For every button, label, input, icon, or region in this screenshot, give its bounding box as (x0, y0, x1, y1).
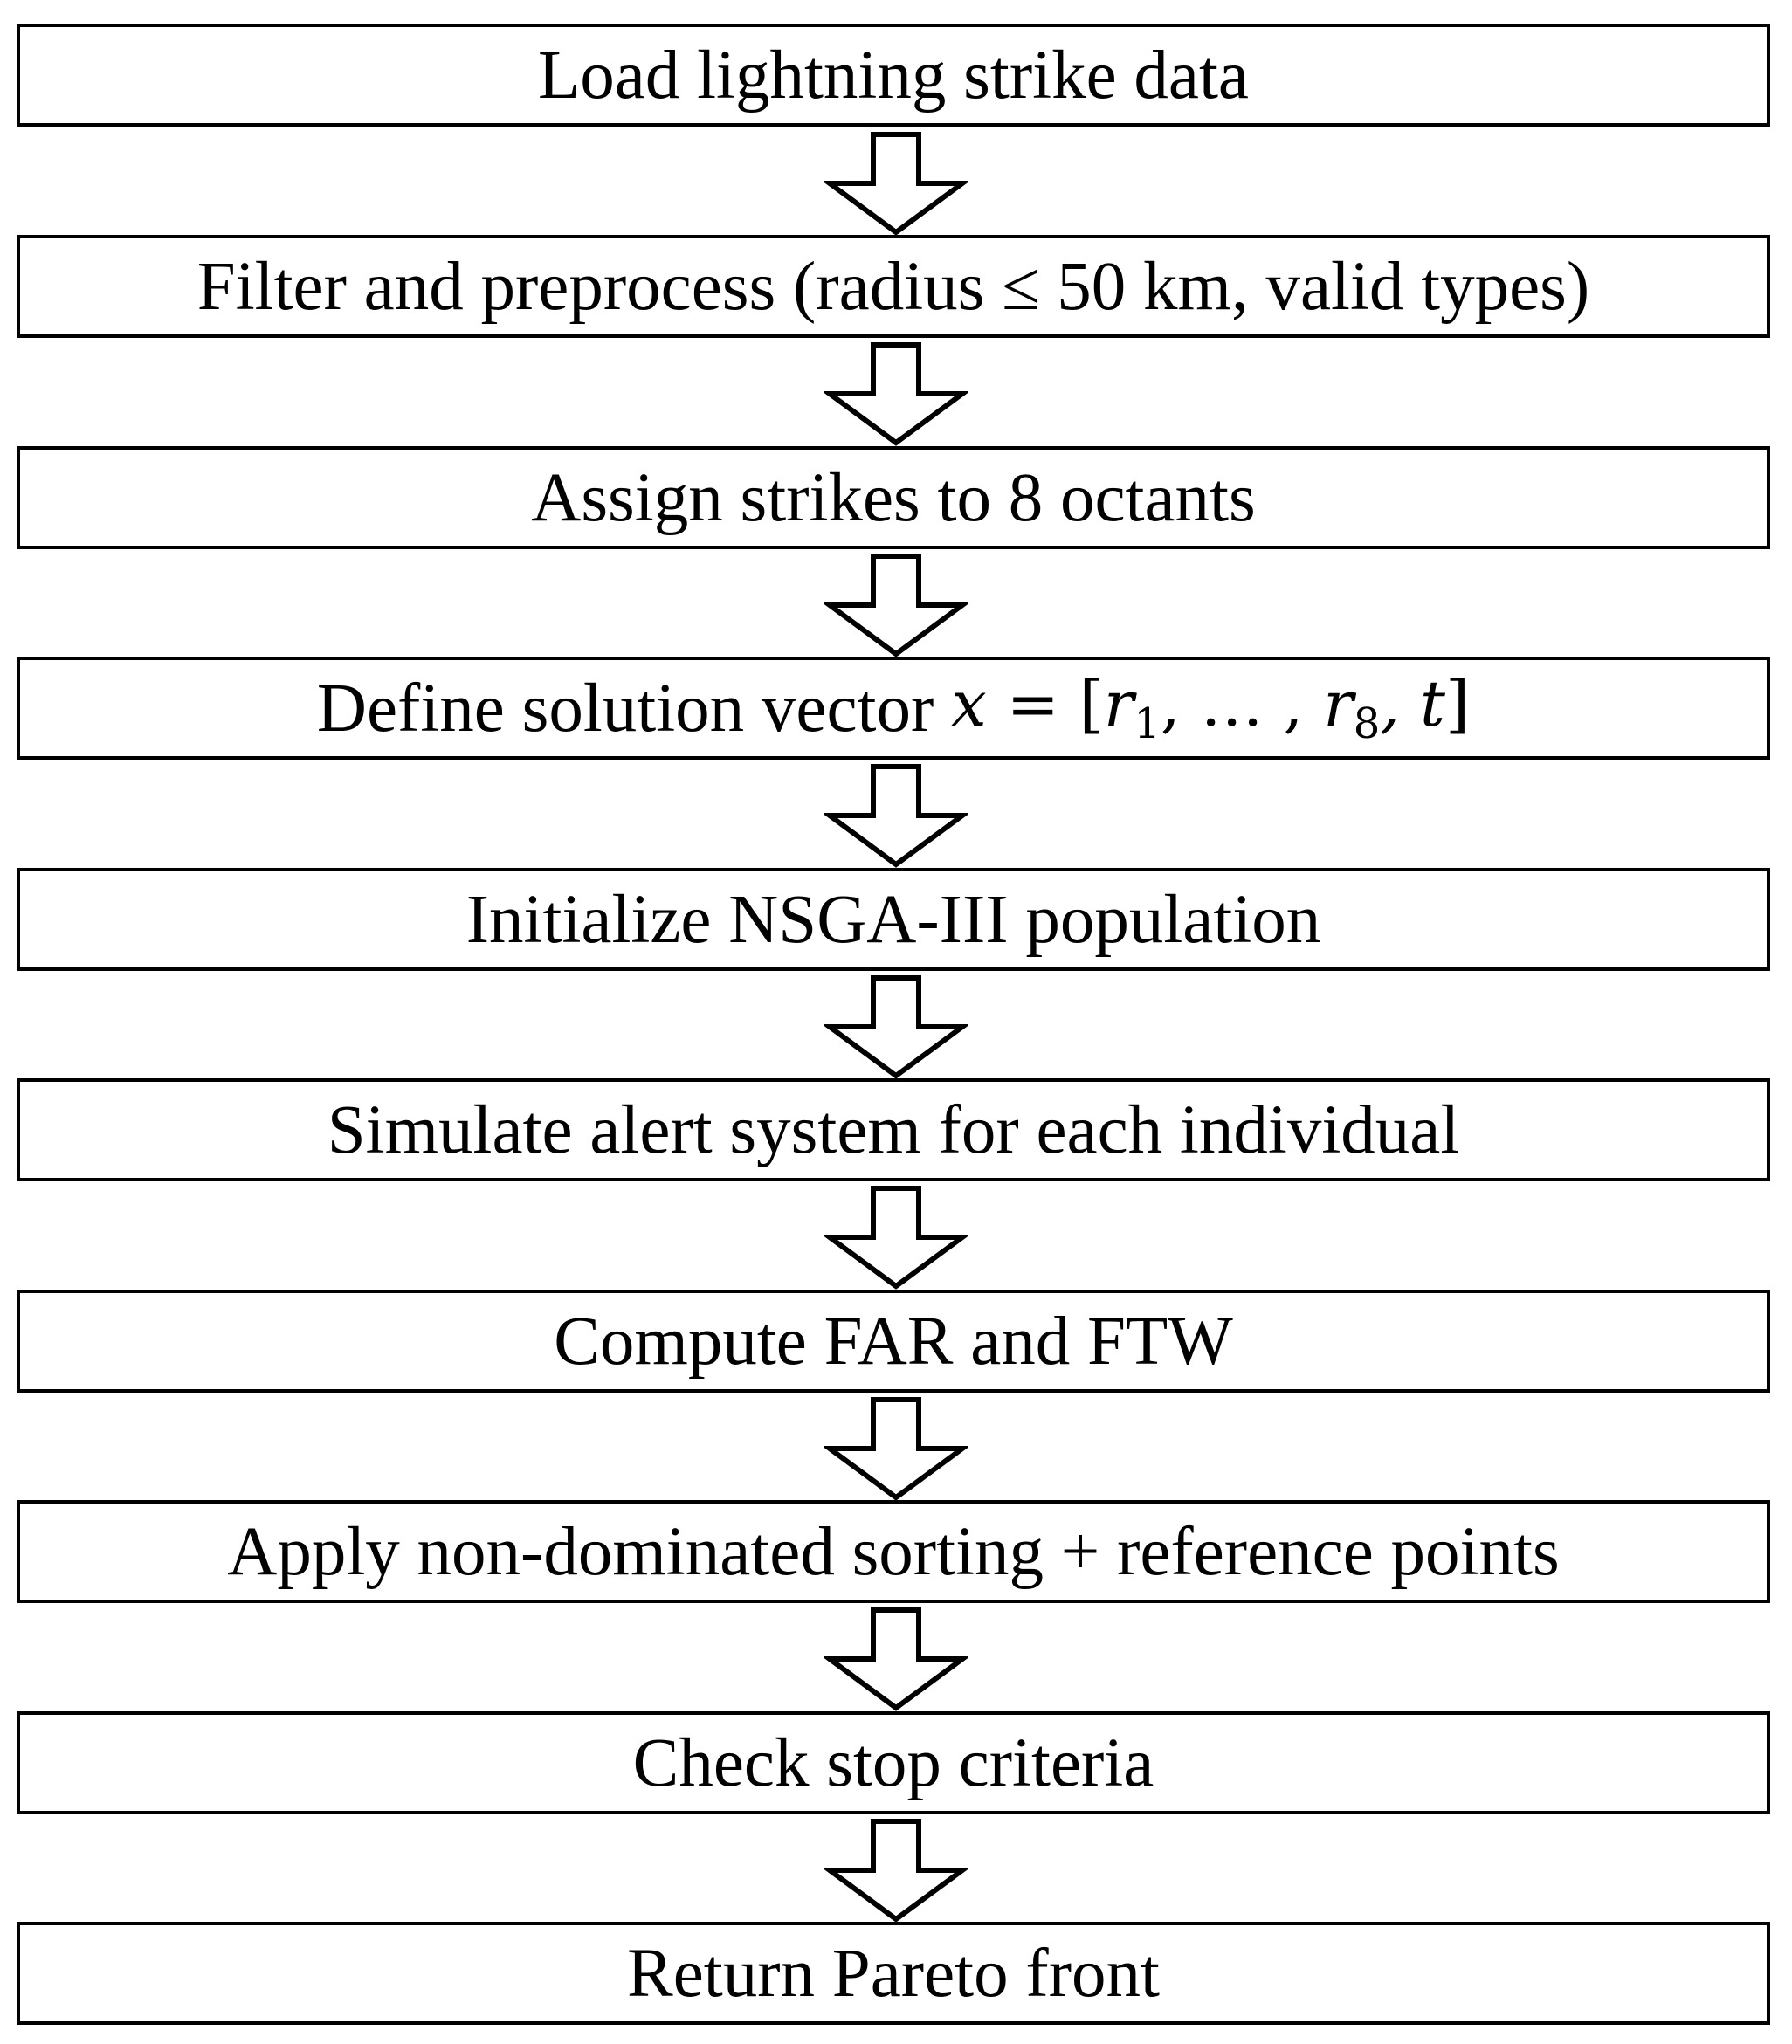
step-initialize-population: Initialize NSGA-III population (17, 868, 1770, 971)
step-label: Filter and preprocess (radius ≤ 50 km, v… (196, 248, 1590, 325)
step-load-data: Load lightning strike data (17, 24, 1770, 127)
step-define-solution-vector: Define solution vector x = [r1, … , r8, … (17, 657, 1770, 760)
step-check-stop-criteria: Check stop criteria (17, 1711, 1770, 1814)
step-return-pareto-front: Return Pareto front (17, 1922, 1770, 2025)
step-compute-far-ftw: Compute FAR and FTW (17, 1290, 1770, 1393)
step-label: Compute FAR and FTW (554, 1303, 1233, 1380)
step-simulate-alert-system: Simulate alert system for each individua… (17, 1078, 1770, 1181)
down-arrow-icon (824, 764, 968, 868)
step-label: Assign strikes to 8 octants (531, 459, 1256, 536)
down-arrow-icon (824, 1607, 968, 1711)
step-label: Return Pareto front (627, 1935, 1160, 2012)
step-label: Initialize NSGA-III population (465, 881, 1321, 958)
step-assign-octants: Assign strikes to 8 octants (17, 446, 1770, 549)
down-arrow-icon (824, 132, 968, 236)
down-arrow-icon (824, 1186, 968, 1290)
down-arrow-icon (824, 1397, 968, 1501)
down-arrow-icon (824, 342, 968, 446)
step-non-dominated-sorting: Apply non-dominated sorting + reference … (17, 1500, 1770, 1603)
step-filter-preprocess: Filter and preprocess (radius ≤ 50 km, v… (17, 235, 1770, 338)
step-label: Apply non-dominated sorting + reference … (227, 1513, 1560, 1590)
down-arrow-icon (824, 554, 968, 657)
step-label: Define solution vector (316, 670, 952, 747)
down-arrow-icon (824, 975, 968, 1079)
step-label: Load lightning strike data (538, 37, 1249, 114)
step-label: Check stop criteria (632, 1724, 1154, 1801)
down-arrow-icon (824, 1819, 968, 1923)
step-label: Simulate alert system for each individua… (327, 1091, 1460, 1168)
solution-vector-formula: x = [r1, … , r8, t] (951, 666, 1471, 748)
